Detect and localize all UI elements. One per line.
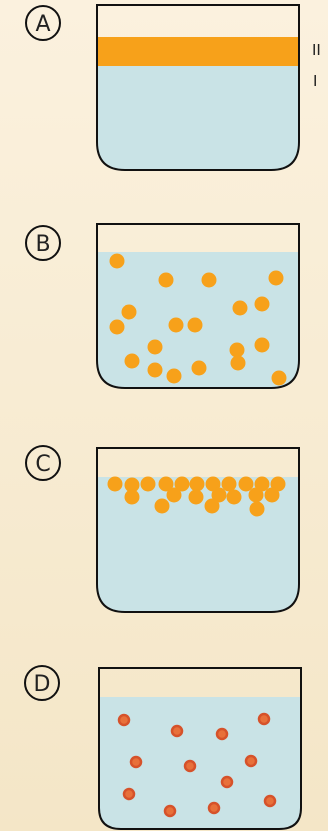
panel-b-letter-badge: B <box>26 226 60 260</box>
droplet <box>230 343 245 358</box>
droplet <box>272 371 287 386</box>
droplet <box>108 477 123 492</box>
droplet <box>217 729 227 739</box>
beaker-c <box>96 448 300 612</box>
droplet <box>190 477 205 492</box>
panel-d: D <box>25 666 302 829</box>
droplet <box>148 340 163 355</box>
panel-d-letter: D <box>34 672 51 697</box>
panel-c-letter: C <box>35 452 50 477</box>
droplet <box>155 499 170 514</box>
droplet <box>110 320 125 335</box>
droplet <box>227 490 242 505</box>
droplet <box>202 273 217 288</box>
droplet <box>119 715 129 725</box>
droplet <box>167 369 182 384</box>
panel-b: B <box>26 224 300 388</box>
droplet <box>124 789 134 799</box>
droplet <box>131 757 141 767</box>
droplet <box>259 714 269 724</box>
panel-a-letter: A <box>35 12 50 37</box>
droplet <box>185 761 195 771</box>
droplet <box>209 803 219 813</box>
droplet <box>231 356 246 371</box>
beaker-a-water <box>97 66 299 170</box>
droplet <box>250 502 265 517</box>
droplet <box>125 490 140 505</box>
droplet <box>255 338 270 353</box>
droplet <box>189 490 204 505</box>
panel-d-letter-badge: D <box>25 666 59 700</box>
droplet <box>188 318 203 333</box>
droplet <box>110 254 125 269</box>
panel-c-letter-badge: C <box>26 446 60 480</box>
droplet <box>122 305 137 320</box>
droplet <box>269 271 284 286</box>
droplet <box>172 726 182 736</box>
droplet <box>255 297 270 312</box>
panel-c: C <box>26 446 300 612</box>
droplet <box>265 796 275 806</box>
droplet <box>246 756 256 766</box>
layer-label-i: I <box>313 72 317 90</box>
droplet <box>141 477 156 492</box>
beaker-a <box>96 5 300 170</box>
droplet <box>265 488 280 503</box>
panel-b-letter: B <box>35 232 50 257</box>
beaker-b <box>96 224 300 388</box>
droplet <box>148 363 163 378</box>
droplet <box>192 361 207 376</box>
droplet <box>222 777 232 787</box>
beaker-d <box>98 668 302 829</box>
droplet <box>159 273 174 288</box>
droplet <box>205 499 220 514</box>
beaker-a-oil-layer <box>97 37 299 66</box>
droplet <box>249 488 264 503</box>
layer-label-ii: II <box>312 41 321 59</box>
panel-a: A II I <box>26 5 321 170</box>
droplet <box>233 301 248 316</box>
droplet <box>169 318 184 333</box>
droplet <box>165 806 175 816</box>
droplet <box>167 488 182 503</box>
panel-a-letter-badge: A <box>26 6 60 40</box>
droplet <box>125 354 140 369</box>
